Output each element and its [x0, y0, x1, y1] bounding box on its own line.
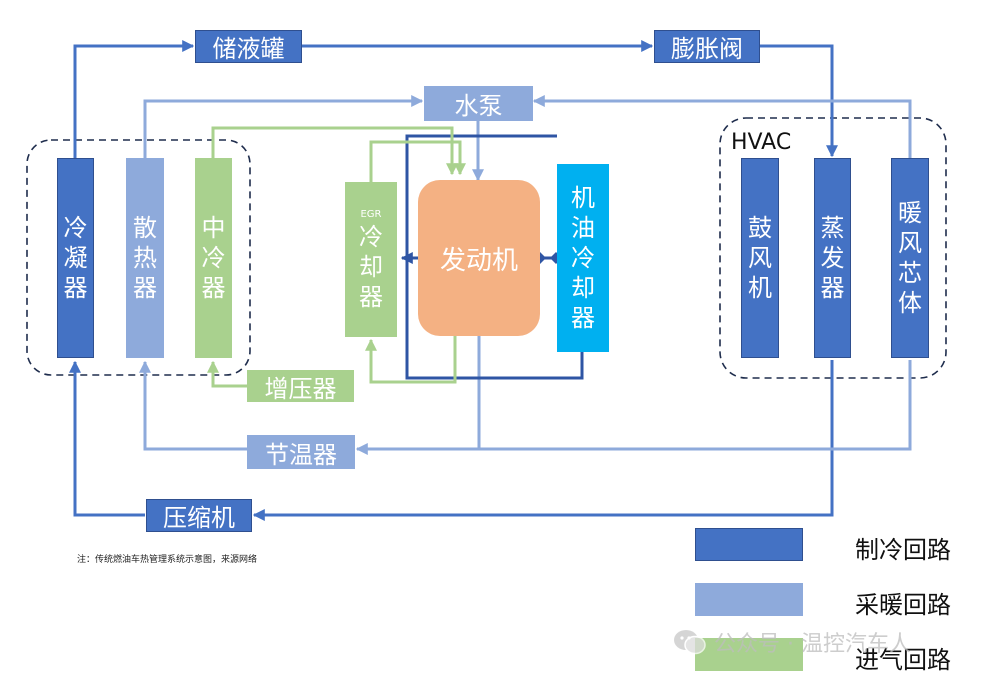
vertical-char: 机	[571, 184, 595, 212]
watermark-text: 公众号 · 温控汽车人	[714, 632, 911, 657]
turbocharger-box: 增压器	[247, 370, 354, 403]
refrigeration-loop	[69, 40, 838, 521]
vertical-char: 油	[571, 214, 595, 242]
vertical-char: 器	[571, 304, 595, 332]
hvac-label: HVAC	[731, 129, 792, 155]
expansion-valve-label: 膨胀阀	[671, 35, 743, 63]
wechat-icon	[674, 630, 706, 655]
vertical-char: 热	[133, 244, 157, 272]
vertical-char: 却	[571, 274, 595, 302]
vertical-char: 器	[201, 274, 226, 302]
legend-label-heating: 采暖回路	[855, 591, 951, 619]
vertical-char: 散	[133, 214, 157, 242]
oil-cooler-box: 机油冷却器	[557, 164, 609, 352]
legend-swatch-refrigeration	[695, 528, 803, 561]
receiver-box: 储液罐	[195, 30, 302, 63]
engine-box: 发动机	[418, 180, 540, 336]
vertical-char: 冷	[63, 214, 88, 242]
vertical-char: 风	[898, 229, 922, 257]
vertical-char: 鼓	[748, 214, 772, 242]
vertical-char: 暖	[898, 199, 922, 227]
evaporator-box: 蒸发器	[814, 158, 851, 358]
vertical-char: 凝	[63, 244, 88, 272]
vertical-char: 冷	[571, 244, 595, 272]
vertical-char: 器	[820, 274, 845, 302]
turbocharger-label: 增压器	[264, 374, 337, 403]
expansion-valve-box: 膨胀阀	[654, 30, 760, 63]
legend-swatch-heating	[695, 583, 803, 616]
egr-cooler-chars: 冷却器	[359, 222, 383, 312]
vertical-char: 冷	[359, 222, 383, 251]
vertical-char: 器	[359, 282, 383, 311]
thermostat-label: 节温器	[265, 440, 337, 469]
vertical-char: 芯	[898, 259, 922, 287]
vertical-char: 蒸	[820, 214, 845, 242]
vertical-char: 机	[748, 274, 772, 302]
legend-label-intake: 进气回路	[855, 646, 951, 674]
heating-loop	[139, 95, 912, 455]
water-pump-box: 水泵	[424, 86, 533, 121]
vertical-char: 中	[201, 214, 226, 242]
vertical-char: 器	[133, 274, 157, 302]
vertical-char: 冷	[201, 244, 226, 272]
egr-tag: EGR	[360, 208, 382, 220]
water-pump-label: 水泵	[454, 92, 503, 120]
engine-oil-loop	[400, 134, 584, 380]
legend-swatch-intake	[695, 638, 803, 671]
condenser-box: 冷凝器	[57, 158, 94, 358]
intercooler-box: 中冷器	[195, 158, 232, 358]
source-note: 注：传统燃油车热管理系统示意图，来源网络	[77, 555, 258, 565]
vertical-char: 风	[748, 244, 772, 272]
compressor-label: 压缩机	[163, 504, 235, 532]
legend-label-refrigeration: 制冷回路	[855, 536, 951, 564]
egr-cooler-box: EGR 冷却器	[345, 182, 397, 337]
vertical-char: 体	[898, 289, 922, 317]
blower-box: 鼓风机	[741, 158, 779, 358]
engine-label: 发动机	[439, 245, 518, 276]
intake-loop	[207, 126, 466, 388]
front-module-group	[26, 139, 251, 376]
vertical-char: 却	[359, 252, 383, 281]
radiator-box: 散热器	[126, 158, 164, 358]
vertical-char: 发	[820, 244, 845, 272]
thermostat-box: 节温器	[247, 435, 355, 469]
receiver-label: 储液罐	[212, 35, 285, 63]
vertical-char: 器	[63, 274, 88, 302]
compressor-box: 压缩机	[146, 499, 252, 532]
heater-core-box: 暖风芯体	[891, 158, 929, 358]
watermark: 公众号 · 温控汽车人	[672, 626, 911, 658]
